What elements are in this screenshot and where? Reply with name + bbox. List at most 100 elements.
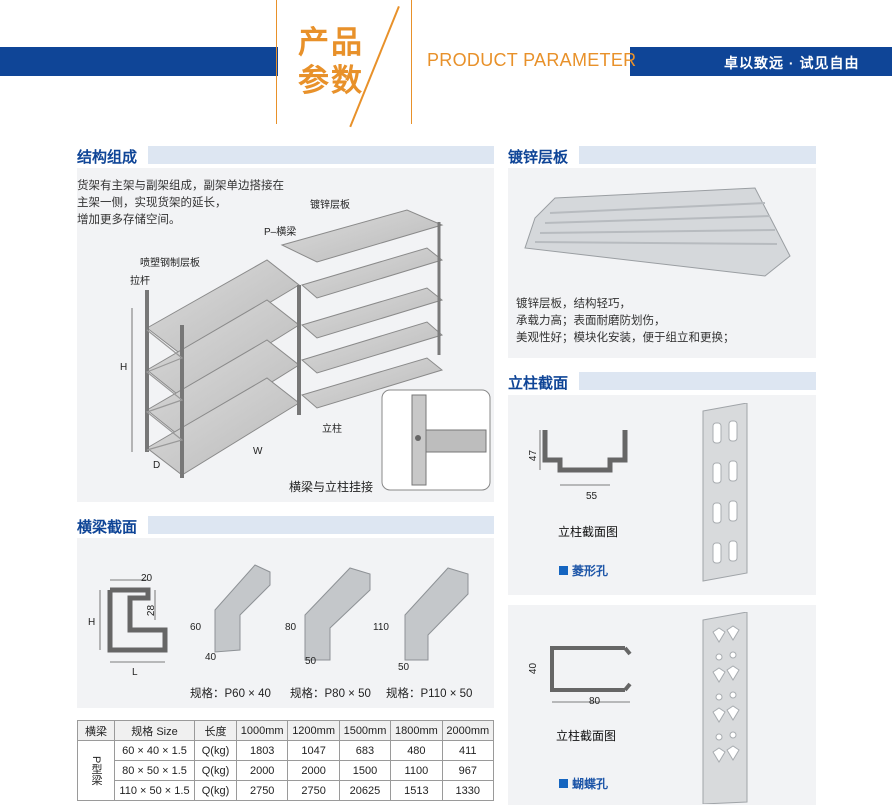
profile-3-w: 50 xyxy=(398,662,410,673)
table-cell: 20625 xyxy=(338,780,392,801)
header-bar-right xyxy=(630,47,892,76)
table-cell: 60 × 40 × 1.5 xyxy=(114,740,195,761)
beam-dim-h: H xyxy=(88,617,96,628)
table-cell: 1330 xyxy=(441,780,495,801)
label-sprayed-panel: 喷塑钢制层板 xyxy=(140,258,200,269)
butterfly-hole-label: 蝴蝶孔 xyxy=(559,775,608,792)
table-header-cell: 长度 xyxy=(194,720,237,741)
diamond-upright-image xyxy=(702,403,748,582)
diamond-caption: 立柱截面图 xyxy=(558,525,619,539)
section-line-upright xyxy=(579,372,816,390)
profile-3-spec: 规格：P110 × 50 xyxy=(386,688,473,700)
table-cell: Q(kg) xyxy=(194,740,237,761)
diamond-panel xyxy=(508,395,816,595)
galvanized-desc: 镀锌层板，结构轻巧， 承载力高；表面耐磨防划伤， 美观性好；模块化安装，便于组立… xyxy=(516,296,735,347)
table-cell: 1803 xyxy=(235,740,289,761)
profile-2-spec: 规格：P80 × 50 xyxy=(290,688,371,700)
page-title: 产品 参数 xyxy=(298,24,388,100)
table-cell: 480 xyxy=(390,740,443,761)
table-header-cell: 2000mm xyxy=(441,720,495,741)
structure-desc-line: 主架一侧，实现货架的延长， xyxy=(77,197,227,209)
header-bar-left xyxy=(0,47,278,76)
label-w: W xyxy=(253,446,263,457)
section-title-beam: 横梁截面 xyxy=(77,519,138,536)
hook-caption: 横梁与立柱挂接 xyxy=(289,480,374,494)
profile-2-h: 80 xyxy=(285,622,297,633)
table-cell: Q(kg) xyxy=(194,760,237,781)
table-row: 80 × 50 × 1.5 Q(kg) 2000 2000 1500 1100 … xyxy=(78,760,495,781)
table-cell: 683 xyxy=(338,740,392,761)
table-header-cell: 1200mm xyxy=(287,720,340,741)
butterfly-dim-w: 80 xyxy=(589,696,601,707)
diamond-section-drawing xyxy=(539,430,628,486)
table-header-cell: 规格 Size xyxy=(114,720,195,741)
section-title-structure: 结构组成 xyxy=(77,149,138,166)
bullet-icon xyxy=(559,779,568,788)
table-cell: 2750 xyxy=(235,780,289,801)
butterfly-panel xyxy=(508,605,816,805)
beam-section-drawing xyxy=(99,579,168,663)
table-cell: Q(kg) xyxy=(194,780,237,801)
table-cell: 1513 xyxy=(390,780,443,801)
label-p-beam: P–横梁 xyxy=(264,227,297,238)
page-title-line2: 参数 xyxy=(298,63,364,98)
table-header-cell: 横梁 xyxy=(77,720,115,741)
section-line-galvanized xyxy=(579,146,816,164)
profile-1-spec: 规格：P60 × 40 xyxy=(190,688,271,700)
structure-desc: 货架有主架与副架组成，副架单边搭接在 主架一侧，实现货架的延长， 增加更多存储空… xyxy=(77,178,284,229)
table-row: 110 × 50 × 1.5 Q(kg) 2750 2750 20625 151… xyxy=(78,780,495,801)
beam-dim-w: 20 xyxy=(141,573,153,584)
table-cell: 2750 xyxy=(287,780,340,801)
galvanized-desc-line: 美观性好；模块化安装，便于组立和更换； xyxy=(516,332,735,344)
table-header-cell: 1800mm xyxy=(390,720,443,741)
table-cell: 2000 xyxy=(235,760,289,781)
rack-illustration xyxy=(131,209,491,491)
beam-dim-l: L xyxy=(132,667,138,678)
galvanized-desc-line: 镀锌层板，结构轻巧， xyxy=(516,298,631,310)
table-cell: 80 × 50 × 1.5 xyxy=(114,760,195,781)
label-tie-rod: 拉杆 xyxy=(130,276,150,287)
header-frame-top xyxy=(276,0,412,14)
profile-2-w: 50 xyxy=(305,656,317,667)
header-slogan: 卓以致远 · 试见自由 xyxy=(724,55,860,71)
galvanized-shelf-image xyxy=(524,187,791,277)
table-cell: 110 × 50 × 1.5 xyxy=(114,780,195,801)
butterfly-upright-image xyxy=(702,612,748,804)
diamond-dim-h: 47 xyxy=(528,449,540,462)
page-title-line1: 产品 xyxy=(298,25,364,60)
structure-desc-line: 货架有主架与副架组成，副架单边搭接在 xyxy=(77,180,284,192)
section-title-upright: 立柱截面 xyxy=(508,375,569,392)
butterfly-dim-h: 40 xyxy=(528,662,540,675)
spec-table: 横梁 规格 Size 长度 1000mm 1200mm 1500mm 1800m… xyxy=(77,720,495,801)
header-subtitle: PRODUCT PARAMETER xyxy=(427,50,637,70)
beam-dim-h2: 28 xyxy=(146,604,158,617)
galvanized-desc-line: 承载力高；表面耐磨防划伤， xyxy=(516,315,666,327)
table-header-cell: 1000mm xyxy=(235,720,289,741)
label-h: H xyxy=(120,362,128,373)
butterfly-hole-text: 蝴蝶孔 xyxy=(572,777,609,791)
butterfly-caption: 立柱截面图 xyxy=(556,729,617,743)
butterfly-section-drawing xyxy=(550,646,632,703)
header-title-frame xyxy=(276,14,412,124)
profile-1-h: 60 xyxy=(190,622,202,633)
table-cell: 1100 xyxy=(390,760,443,781)
section-title-galvanized: 镀锌层板 xyxy=(508,149,569,166)
table-row: P型梁 60 × 40 × 1.5 Q(kg) 1803 1047 683 48… xyxy=(77,740,495,801)
diamond-hole-text: 菱形孔 xyxy=(572,564,609,578)
section-line-structure xyxy=(148,146,494,164)
table-header-row: 横梁 规格 Size 长度 1000mm 1200mm 1500mm 1800m… xyxy=(77,720,495,741)
beam-profiles-image xyxy=(214,564,469,661)
label-galv-shelf: 镀锌层板 xyxy=(310,200,350,211)
bullet-icon xyxy=(559,566,568,575)
table-cell: 2000 xyxy=(287,760,340,781)
section-line-beam xyxy=(148,516,494,534)
profile-3-h: 110 xyxy=(373,622,389,633)
table-header-cell: 1500mm xyxy=(338,720,392,741)
profile-1-w: 40 xyxy=(205,652,217,663)
diamond-hole-label: 菱形孔 xyxy=(559,562,608,579)
table-cell: 1500 xyxy=(338,760,392,781)
label-d: D xyxy=(153,460,161,471)
table-cell: 1047 xyxy=(287,740,340,761)
table-group-label: P型梁 xyxy=(77,740,115,801)
table-cell: 411 xyxy=(441,740,495,761)
